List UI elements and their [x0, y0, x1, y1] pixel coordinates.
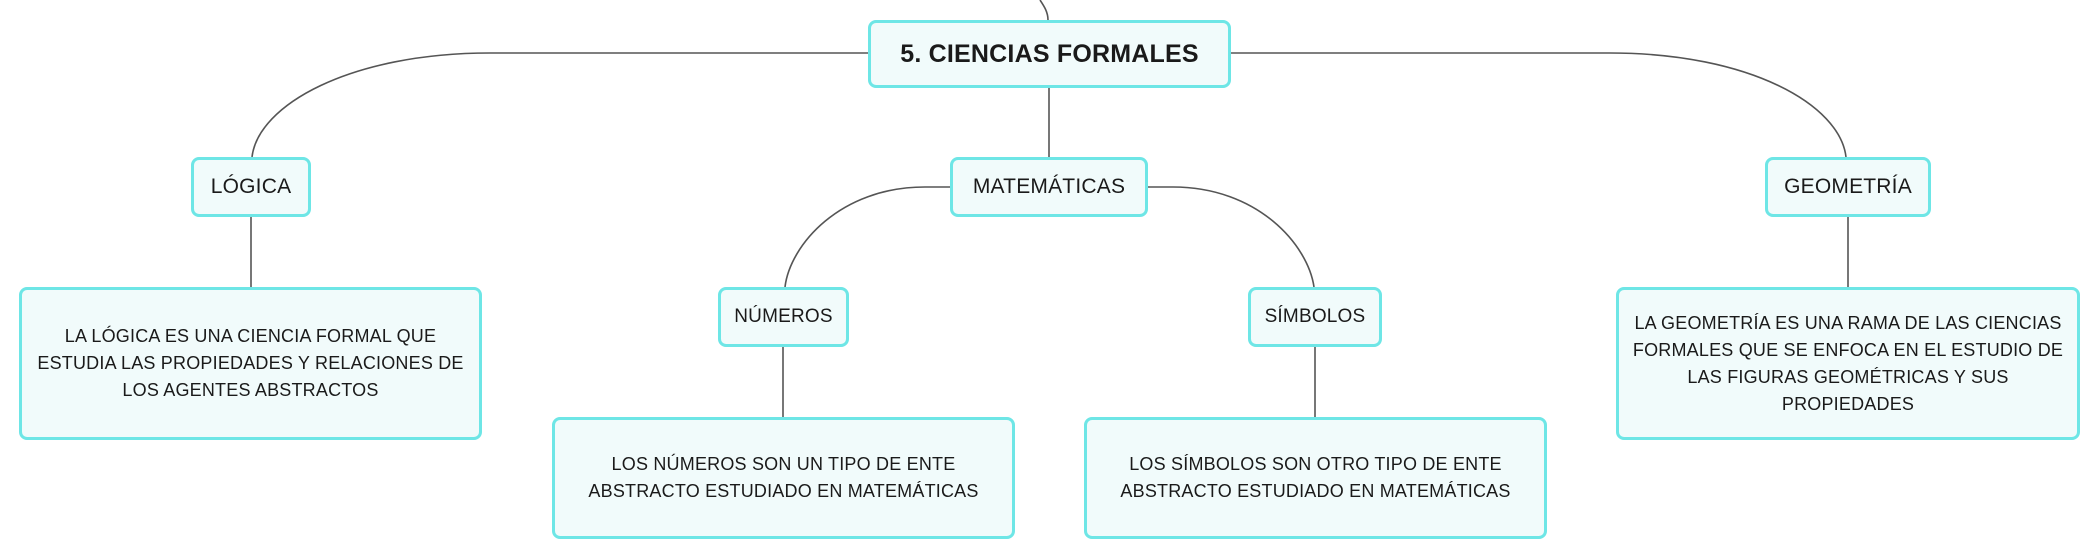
connector-root-logica — [251, 52, 870, 158]
root-topic-node[interactable]: 5. CIENCIAS FORMALES — [868, 20, 1231, 88]
subtopic-label-numeros: NÚMEROS — [734, 306, 833, 327]
topic-node-matematicas[interactable]: MATEMÁTICAS — [950, 157, 1148, 217]
topic-node-geometria[interactable]: GEOMETRÍA — [1765, 157, 1931, 217]
topic-node-logica[interactable]: LÓGICA — [191, 157, 311, 217]
description-node-simbolos[interactable]: LOS SÍMBOLOS SON OTRO TIPO DE ENTE ABSTR… — [1084, 417, 1547, 539]
description-text-geometria: LA GEOMETRÍA ES UNA RAMA DE LAS CIENCIAS… — [1632, 312, 2064, 414]
description-node-numeros[interactable]: LOS NÚMEROS SON UN TIPO DE ENTE ABSTRACT… — [552, 417, 1015, 539]
topic-label-geometria: GEOMETRÍA — [1784, 175, 1912, 198]
topic-label-matematicas: MATEMÁTICAS — [972, 175, 1126, 198]
root-topic-label: 5. CIENCIAS FORMALES — [900, 39, 1199, 68]
description-node-logica[interactable]: LA LÓGICA ES UNA CIENCIA FORMAL QUE ESTU… — [19, 287, 482, 440]
subtopic-node-numeros[interactable]: NÚMEROS — [718, 287, 849, 347]
connector-root-geometria — [1230, 52, 1847, 158]
description-text-simbolos: LOS SÍMBOLOS SON OTRO TIPO DE ENTE ABSTR… — [1120, 454, 1511, 501]
description-text-numeros: LOS NÚMEROS SON UN TIPO DE ENTE ABSTRACT… — [588, 454, 979, 501]
connector-matematicas-simbolos — [1147, 186, 1315, 288]
description-text-logica: LA LÓGICA ES UNA CIENCIA FORMAL QUE ESTU… — [37, 326, 464, 400]
connector-matematicas-numeros — [784, 186, 951, 288]
description-node-geometria[interactable]: LA GEOMETRÍA ES UNA RAMA DE LAS CIENCIAS… — [1616, 287, 2080, 440]
connector-incoming-root — [1039, 0, 1049, 21]
subtopic-node-simbolos[interactable]: SÍMBOLOS — [1248, 287, 1382, 347]
subtopic-label-simbolos: SÍMBOLOS — [1264, 306, 1366, 327]
topic-label-logica: LÓGICA — [210, 175, 292, 198]
